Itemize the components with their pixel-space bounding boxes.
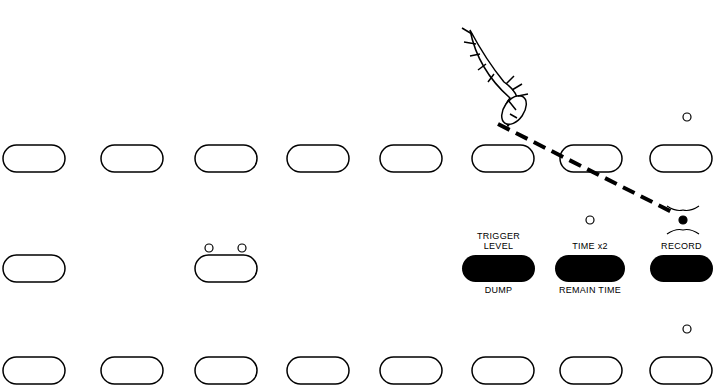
panel-button	[287, 357, 349, 384]
panel-key: TRIGGER LEVEL DUMP	[462, 232, 535, 296]
panel-button	[287, 145, 349, 172]
panel-button	[650, 145, 712, 172]
lit-led	[667, 206, 699, 234]
eye-symbol	[462, 28, 531, 129]
key-button	[555, 255, 625, 282]
panel-button	[3, 357, 65, 384]
panel-key: TIME x2 REMAIN TIME	[555, 242, 625, 296]
panel-button	[3, 145, 65, 172]
sight-line	[498, 124, 672, 212]
panel-key: RECORD	[650, 242, 713, 282]
panel-button	[380, 357, 442, 384]
panel-button	[560, 357, 622, 384]
panel-button	[101, 357, 163, 384]
panel-button	[472, 145, 534, 172]
panel-button	[650, 357, 712, 384]
indicator-leds	[205, 113, 691, 333]
key-label: TRIGGER LEVEL	[475, 232, 523, 252]
panel-button	[195, 145, 257, 172]
panel-button	[101, 145, 163, 172]
key-label: TIME x2	[572, 242, 608, 252]
panel-button	[195, 255, 257, 282]
panel-button	[560, 145, 622, 172]
key-sublabel: REMAIN TIME	[559, 286, 621, 296]
key-label: RECORD	[661, 242, 702, 252]
button-outlines	[3, 145, 712, 384]
panel-button	[472, 357, 534, 384]
panel-button	[380, 145, 442, 172]
key-button	[650, 255, 713, 282]
key-sublabel: DUMP	[485, 286, 513, 296]
panel-button	[3, 255, 65, 282]
key-button	[462, 255, 535, 282]
panel-button	[195, 357, 257, 384]
